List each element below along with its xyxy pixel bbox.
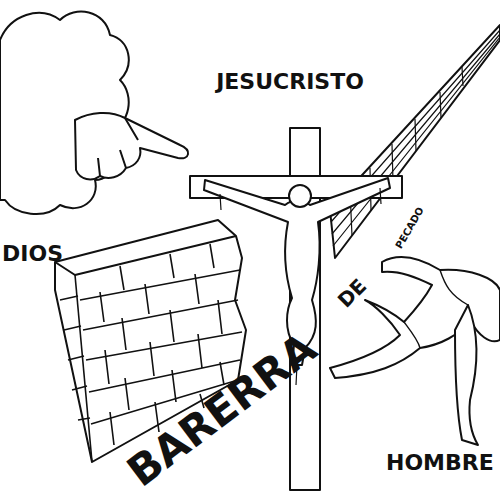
right-wall xyxy=(330,25,500,258)
diagram-label: PECADO xyxy=(394,206,426,251)
diagram-label: JESUCRISTO xyxy=(216,71,364,93)
pointing-hand xyxy=(75,113,188,179)
diagram-label: HOMBRE xyxy=(386,452,494,474)
man-detail xyxy=(404,270,468,348)
diagram-label: DIOS xyxy=(2,243,63,265)
left-wall-top xyxy=(55,236,236,275)
hand-detail xyxy=(98,118,138,176)
figure-head xyxy=(289,185,311,207)
diagram-label: DE xyxy=(334,275,370,311)
loincloth xyxy=(455,305,478,445)
